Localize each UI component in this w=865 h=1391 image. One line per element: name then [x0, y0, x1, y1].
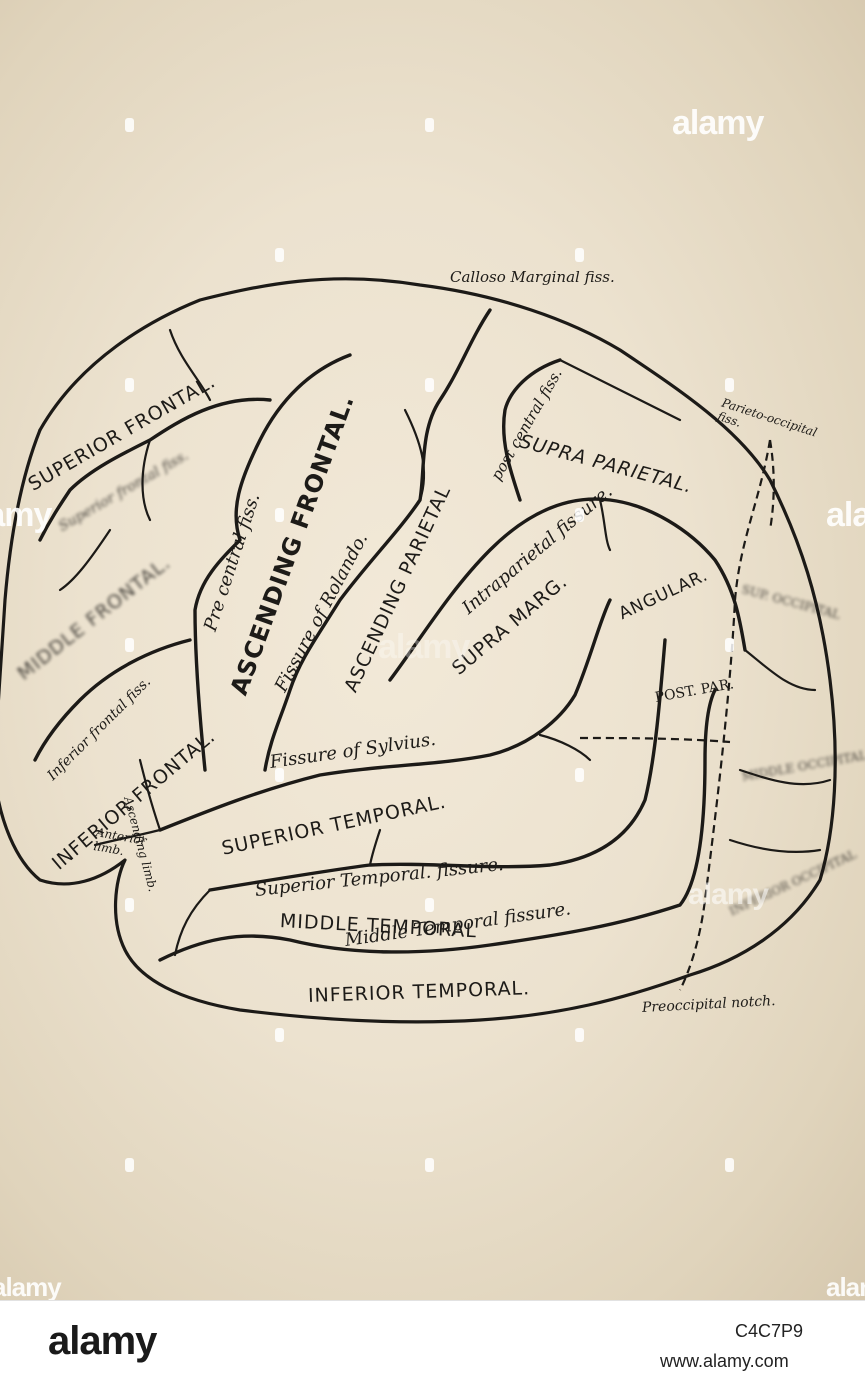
frontal-branch-3 — [168, 328, 212, 402]
watermark-dot — [425, 118, 434, 132]
postcentral-sulcus — [501, 358, 562, 502]
watermark-alamy-top: alamy — [672, 104, 764, 142]
watermark-dot — [575, 768, 584, 782]
watermark-dot — [425, 898, 434, 912]
brain-diagram — [0, 277, 837, 1024]
watermark-dot — [575, 1028, 584, 1042]
intraparietal-branch — [598, 498, 612, 552]
watermark-dot — [725, 1158, 734, 1172]
stock-footer-bar: alamy C4C7P9 www.alamy.com — [0, 1300, 865, 1391]
footer-logo: alamy — [48, 1319, 157, 1363]
watermark-dot — [125, 638, 134, 652]
watermark-dot — [275, 1028, 284, 1042]
inferior-frontal-sulcus — [33, 638, 192, 762]
watermark-dot — [575, 248, 584, 262]
watermark-dot — [425, 378, 434, 392]
frontal-branch-1 — [141, 438, 152, 522]
brain-outline-left — [0, 428, 42, 701]
footer-image-id: C4C7P9 — [735, 1321, 804, 1341]
watermark-alamy-right: alamy — [826, 496, 865, 534]
preoccipital-dashed-line — [679, 439, 772, 991]
photo: Calloso Marginal fiss. Parieto-occipital… — [0, 0, 865, 1300]
watermark-alamy-lower-mid: alamy — [688, 878, 769, 911]
rolando-branch — [403, 408, 426, 502]
label-calloso-marginal: Calloso Marginal fiss. — [450, 268, 615, 286]
ascending-limb — [138, 758, 162, 832]
superior-temporal-sulcus — [208, 638, 667, 892]
frontal-branch-2 — [58, 528, 112, 592]
superior-frontal-sulcus — [38, 397, 272, 542]
brain-outline — [0, 277, 837, 1024]
watermark-dot — [725, 638, 734, 652]
watermark-dot — [125, 898, 134, 912]
watermark-dot — [125, 378, 134, 392]
watermark-dot — [425, 1158, 434, 1172]
middle-temporal-sulcus — [158, 688, 717, 962]
watermark-dot — [275, 508, 284, 522]
watermark-dot — [275, 248, 284, 262]
temporal-branch-2 — [368, 828, 382, 867]
occipital-line-1 — [743, 648, 817, 692]
sylvian-dashed-extension — [579, 736, 731, 744]
sylvian-branch — [538, 733, 592, 762]
watermark-dot — [575, 508, 584, 522]
watermark-alamy-bottom-left: alamy — [0, 1272, 62, 1300]
anterior-limb — [93, 828, 162, 847]
sylvian-fissure — [158, 598, 612, 832]
supra-parietal-sulcus — [558, 358, 682, 422]
watermark-alamy-left: alamy — [0, 496, 52, 534]
watermark-dot — [275, 768, 284, 782]
watermark-dot — [125, 118, 134, 132]
central-sulcus — [263, 308, 492, 772]
inferior-temporal-branch — [173, 888, 212, 957]
occipital-line-3 — [728, 838, 822, 854]
precentral-sulcus — [193, 353, 352, 772]
watermark-dot — [125, 1158, 134, 1172]
parieto-occipital-dashed — [768, 439, 775, 531]
occipital-line-2 — [738, 768, 832, 786]
watermark-alamy-bottom-right: alamy — [826, 1272, 865, 1300]
watermark-dot — [725, 378, 734, 392]
footer-url: www.alamy.com — [660, 1351, 789, 1371]
watermark-alamy-middle: alamy — [378, 628, 470, 666]
intraparietal-sulcus — [388, 497, 747, 682]
